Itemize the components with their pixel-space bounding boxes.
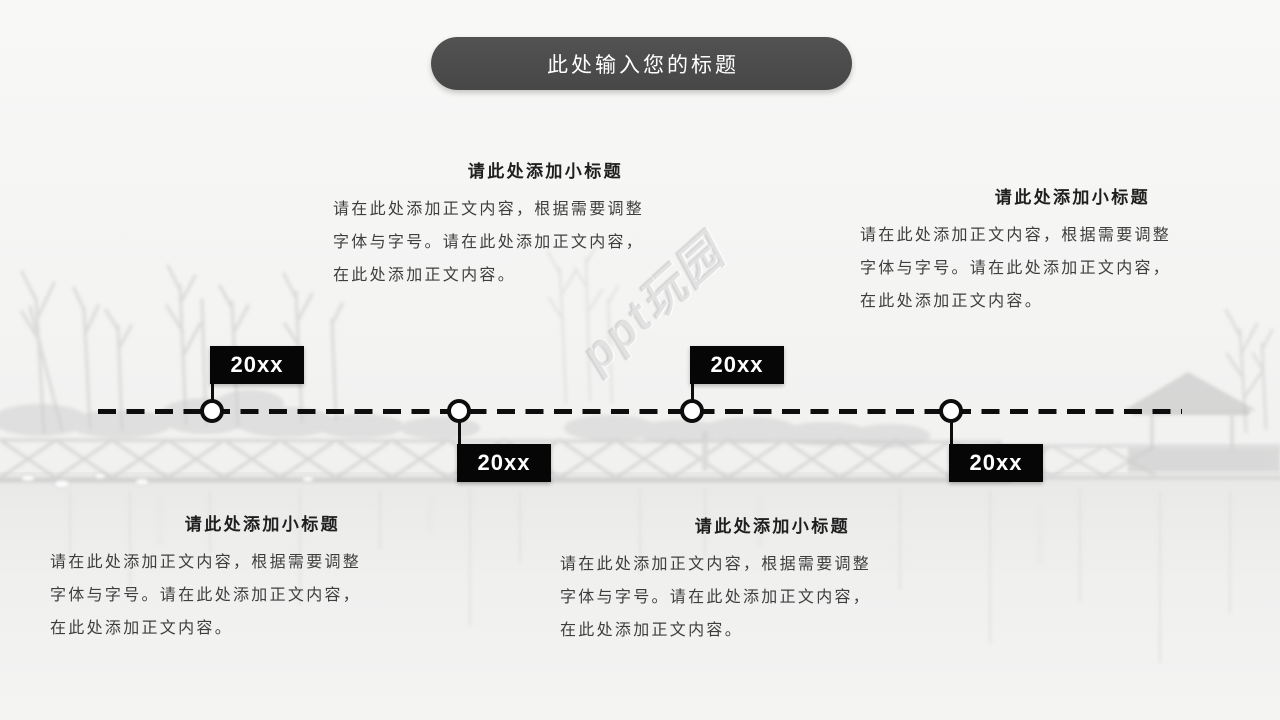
block-body: 请在此处添加正文内容，根据需要调整 字体与字号。请在此处添加正文内容， 在此处添… [860, 227, 1172, 310]
egrets [20, 472, 315, 489]
block-heading: 请此处添加小标题 [694, 517, 850, 536]
timeline-dot [680, 399, 704, 423]
year-label: 20xx [969, 450, 1023, 475]
year-badge: 20xx [690, 346, 784, 384]
slide-title-text: 此处输入您的标题 [547, 53, 739, 77]
timeline-connector [949, 421, 953, 446]
block-body: 请在此处添加正文内容，根据需要调整 字体与字号。请在此处添加正文内容， 在此处添… [560, 556, 872, 639]
year-label: 20xx [477, 450, 531, 475]
pavilion [1124, 372, 1280, 472]
year-badge: 20xx [457, 444, 551, 482]
bare-trees-right [1224, 308, 1274, 434]
timeline-dot [939, 399, 963, 423]
text-block-bottom-left: 请此处添加小标题 请在此处添加正文内容，根据需要调整 字体与字号。请在此处添加正… [50, 510, 368, 645]
year-badge: 20xx [210, 346, 304, 384]
year-label: 20xx [710, 352, 764, 377]
timeline-dot [200, 399, 224, 423]
year-label: 20xx [230, 352, 284, 377]
block-body: 请在此处添加正文内容，根据需要调整 字体与字号。请在此处添加正文内容， 在此处添… [333, 201, 645, 284]
text-block-top-left: 请此处添加小标题 请在此处添加正文内容，根据需要调整 字体与字号。请在此处添加正… [333, 157, 651, 292]
water-reflections [68, 488, 1232, 664]
block-heading: 请此处添加小标题 [467, 162, 623, 181]
water-reflections-wide [157, 497, 1043, 565]
slide-title-pill: 此处输入您的标题 [431, 37, 852, 90]
timeline-dot [447, 399, 471, 423]
bare-trees-middle [546, 240, 620, 404]
timeline-connector [457, 421, 461, 446]
block-heading: 请此处添加小标题 [184, 515, 340, 534]
year-badge: 20xx [949, 444, 1043, 482]
timeline-connector [690, 380, 694, 402]
timeline-connector [210, 380, 214, 402]
text-block-bottom-middle: 请此处添加小标题 请在此处添加正文内容，根据需要调整 字体与字号。请在此处添加正… [560, 512, 878, 647]
block-heading: 请此处添加小标题 [994, 188, 1150, 207]
text-block-top-right: 请此处添加小标题 请在此处添加正文内容，根据需要调整 字体与字号。请在此处添加正… [860, 183, 1178, 318]
block-body: 请在此处添加正文内容，根据需要调整 字体与字号。请在此处添加正文内容， 在此处添… [50, 554, 362, 637]
